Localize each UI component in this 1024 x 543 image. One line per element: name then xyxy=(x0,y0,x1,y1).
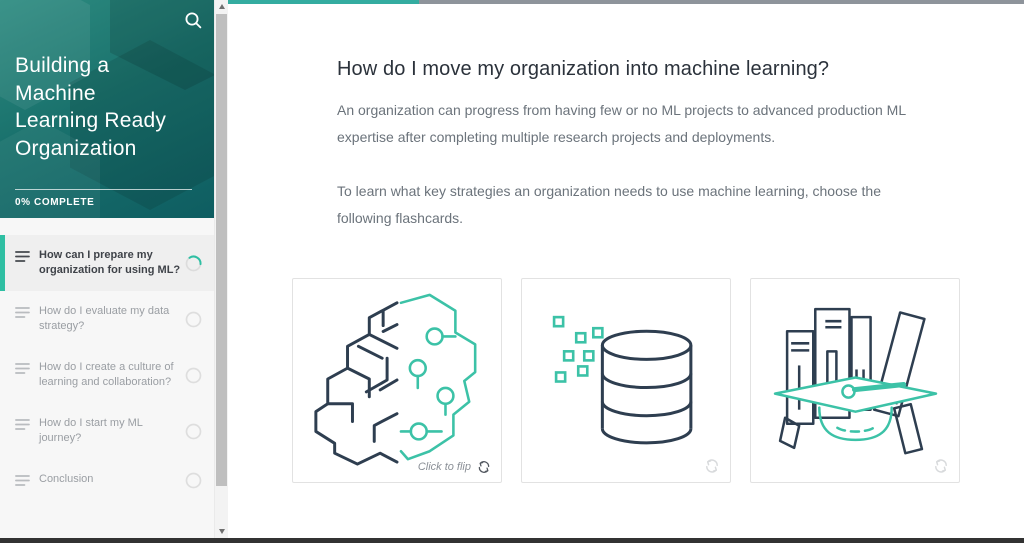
course-title-line: Organization xyxy=(15,136,137,160)
sidebar-scrollbar xyxy=(214,0,228,538)
nav-item-culture-learning[interactable]: How do I create a culture of learning an… xyxy=(0,347,214,403)
database-illustration xyxy=(552,315,693,445)
flashcard-learning-culture[interactable] xyxy=(750,278,960,483)
flip-icon xyxy=(476,459,492,475)
lesson-lines-icon xyxy=(15,306,30,319)
lesson-progress-ring xyxy=(185,311,202,328)
flashcard-ml-brain[interactable]: Click to flip xyxy=(292,278,502,483)
flip-icon xyxy=(703,457,721,475)
scroll-up-arrow[interactable] xyxy=(215,0,228,13)
window-bottom-edge xyxy=(0,538,1024,543)
lesson-body: How do I move my organization into machi… xyxy=(292,0,960,483)
brain-circuit-illustration xyxy=(314,293,477,466)
search-button[interactable] xyxy=(182,9,204,31)
scroll-down-arrow[interactable] xyxy=(215,525,228,538)
lesson-paragraph-1: An organization can progress from having… xyxy=(337,102,906,145)
course-sidebar: Building a Machine Learning Ready Organi… xyxy=(0,0,214,538)
lesson-heading: How do I move my organization into machi… xyxy=(337,58,830,80)
lesson-progress-ring xyxy=(185,472,202,489)
lesson-paragraph-2: To learn what key strategies an organiza… xyxy=(337,183,882,226)
nav-item-conclusion[interactable]: Conclusion xyxy=(0,459,214,502)
nav-item-label: How can I prepare my organization for us… xyxy=(39,249,181,276)
nav-item-label: How do I evaluate my data strategy? xyxy=(39,305,170,332)
lesson-nav: How can I prepare my organization for us… xyxy=(0,218,214,502)
header-divider xyxy=(15,189,192,190)
search-icon xyxy=(184,11,203,30)
flip-hint-text: Click to flip xyxy=(417,461,471,473)
flip-hint xyxy=(703,457,721,475)
course-progress-label: 0% COMPLETE xyxy=(15,197,95,208)
lesson-lines-icon xyxy=(15,418,30,431)
course-title-line: Learning Ready xyxy=(15,109,167,133)
flip-icon xyxy=(932,457,950,475)
lesson-progress-ring xyxy=(185,255,202,272)
lesson-progress-ring xyxy=(185,423,202,440)
flashcard-row: Click to flip xyxy=(292,278,960,483)
lesson-lines-icon xyxy=(15,250,30,263)
nav-item-label: How do I start my ML journey? xyxy=(39,417,143,444)
course-title-line: Machine xyxy=(15,81,96,105)
scrollbar-thumb[interactable] xyxy=(216,14,227,486)
nav-item-data-strategy[interactable]: How do I evaluate my data strategy? xyxy=(0,291,214,347)
lesson-progress-fill xyxy=(228,0,420,4)
course-title: Building a Machine Learning Ready Organi… xyxy=(15,52,200,162)
nav-item-ml-journey[interactable]: How do I start my ML journey? xyxy=(0,403,214,459)
books-graduation-illustration xyxy=(773,307,938,455)
course-header: Building a Machine Learning Ready Organi… xyxy=(0,0,214,218)
nav-item-label: Conclusion xyxy=(39,473,94,485)
lesson-progress-ring xyxy=(185,367,202,384)
lesson-content: How do I move my organization into machi… xyxy=(228,0,1024,538)
lesson-lines-icon xyxy=(15,474,30,487)
nav-item-label: How do I create a culture of learning an… xyxy=(39,361,174,388)
flip-hint xyxy=(932,457,950,475)
nav-item-prepare-organization[interactable]: How can I prepare my organization for us… xyxy=(0,235,214,291)
flashcard-data-strategy[interactable] xyxy=(521,278,731,483)
flip-hint: Click to flip xyxy=(418,459,492,475)
lesson-progress-bar xyxy=(228,0,1024,4)
lesson-lines-icon xyxy=(15,362,30,375)
course-title-line: Building a xyxy=(15,54,110,78)
